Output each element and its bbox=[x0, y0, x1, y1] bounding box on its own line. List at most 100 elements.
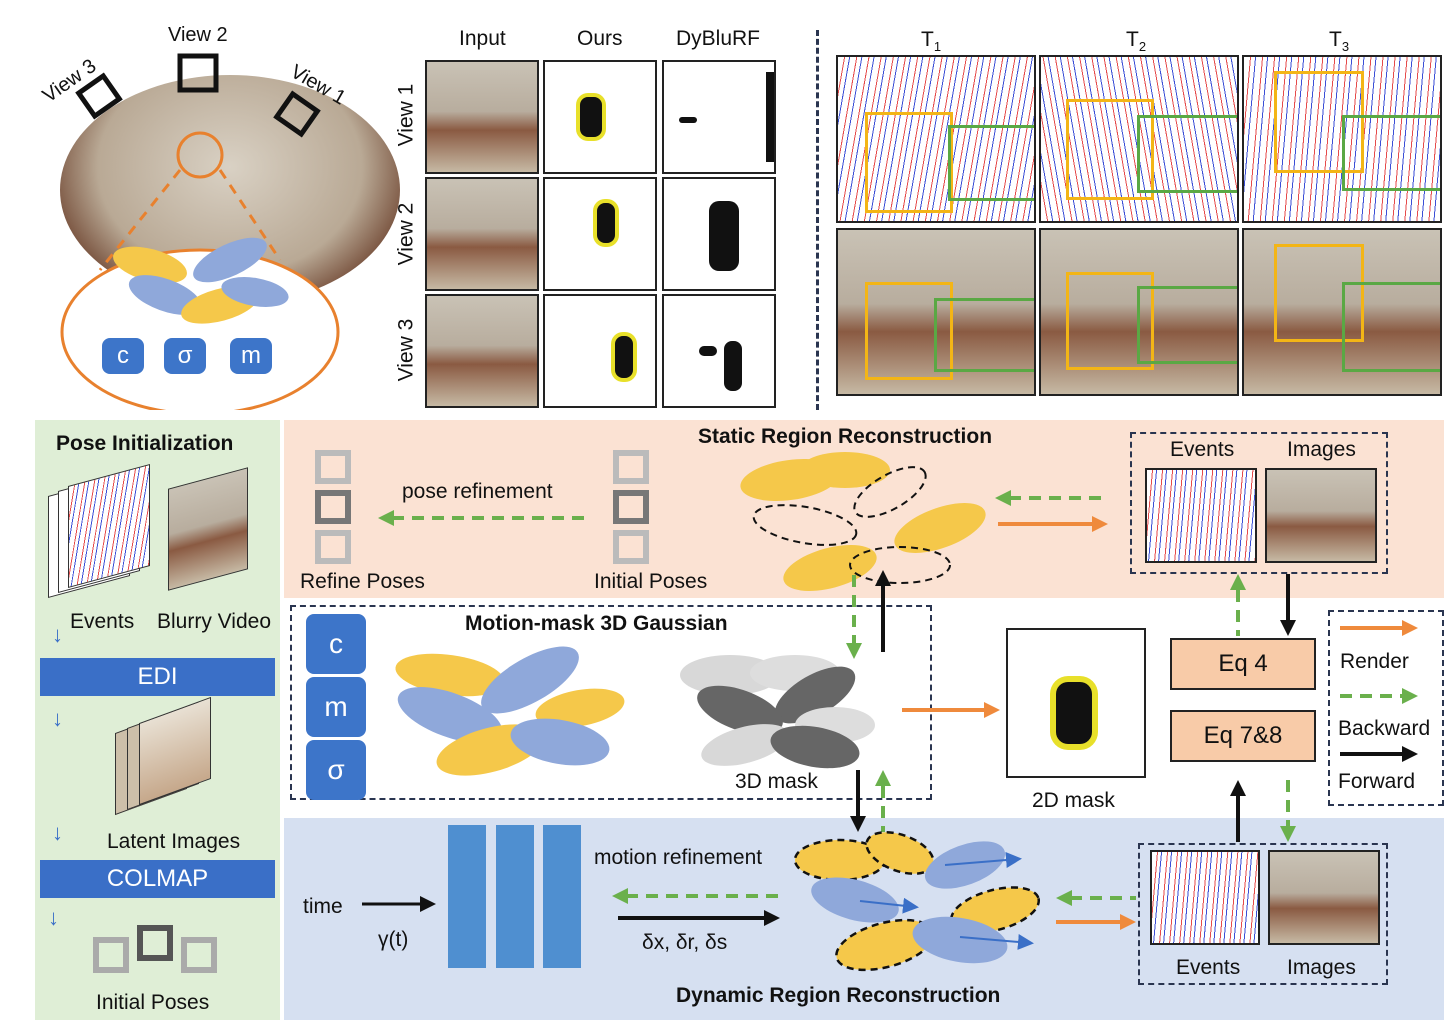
gamma-label: γ(t) bbox=[378, 928, 409, 951]
col-input: Input bbox=[459, 27, 506, 50]
event-frame-t2 bbox=[1039, 55, 1239, 223]
static-events-images-box bbox=[1130, 432, 1388, 574]
arrow-down-4: ↓ bbox=[48, 905, 59, 930]
param-sigma: σ bbox=[164, 338, 206, 374]
dyn-to-eq78-forward bbox=[1230, 780, 1246, 842]
static-images-label: Images bbox=[1287, 438, 1356, 461]
arrow-down-3: ↓ bbox=[52, 820, 63, 845]
dynamic-images-label: Images bbox=[1287, 956, 1356, 979]
mask2d-thumb bbox=[1006, 628, 1146, 778]
static-gaussians bbox=[740, 452, 986, 591]
static-events-thumb bbox=[1145, 468, 1257, 563]
legend-box bbox=[1328, 610, 1444, 806]
mlp-layer-1 bbox=[448, 825, 486, 968]
event-frame-t3 bbox=[1242, 55, 1442, 223]
dynamic-to-mm-backward bbox=[875, 770, 891, 832]
param-m: m bbox=[230, 338, 272, 374]
dynamic-gaussians bbox=[793, 831, 1041, 972]
time-t2: T2 bbox=[1126, 28, 1147, 55]
eq4-box: Eq 4 bbox=[1170, 638, 1316, 690]
view2-label: View 2 bbox=[168, 24, 228, 46]
static-title: Static Region Reconstruction bbox=[698, 425, 993, 448]
legend-forward-label: Forward bbox=[1338, 770, 1416, 793]
blurry-video-frame bbox=[168, 467, 248, 591]
images-to-eq4-forward bbox=[1280, 574, 1296, 636]
mlp-layer-3 bbox=[543, 825, 581, 968]
mm-to-static-backward bbox=[846, 575, 862, 659]
initial-poses-label: Initial Poses bbox=[96, 991, 210, 1014]
motion-refinement-label: motion refinement bbox=[594, 846, 763, 869]
mm-3d-mask-gaussians bbox=[680, 655, 875, 769]
motion-forward-arrow bbox=[618, 910, 780, 926]
input-v2 bbox=[425, 177, 539, 291]
latent-image-stack bbox=[115, 696, 225, 816]
eq78-box: Eq 7&8 bbox=[1170, 710, 1316, 762]
blurry-video-label: Blurry Video bbox=[157, 610, 272, 633]
row-view3: View 3 bbox=[394, 318, 418, 382]
legend-forward-arrow bbox=[1340, 746, 1418, 762]
mm-to-dynamic-forward bbox=[850, 770, 866, 832]
input-v1 bbox=[425, 60, 539, 174]
pose-refinement-label: pose refinement bbox=[402, 480, 553, 503]
initial-poses-icon bbox=[613, 450, 649, 564]
motion-backward-arrow bbox=[612, 888, 780, 904]
mm-render-arrow bbox=[902, 702, 1000, 718]
refine-poses-icon bbox=[315, 450, 351, 564]
dynamic-events-label: Events bbox=[1176, 956, 1241, 979]
mask2d-label: 2D mask bbox=[1032, 789, 1115, 812]
dynamic-events-images-box bbox=[1138, 843, 1388, 985]
arrow-down-2: ↓ bbox=[52, 706, 63, 731]
static-images-thumb bbox=[1265, 468, 1377, 563]
initial-poses-static-label: Initial Poses bbox=[594, 570, 708, 593]
pose-init-title: Pose Initialization bbox=[56, 432, 234, 455]
row-view2: View 2 bbox=[394, 202, 418, 266]
dyblurf-v1 bbox=[662, 60, 776, 174]
colmap-block: COLMAP bbox=[40, 860, 275, 898]
dynamic-render-arrow bbox=[1056, 914, 1136, 930]
time-t3: T3 bbox=[1329, 28, 1350, 55]
dyblurf-v3 bbox=[662, 294, 776, 408]
mm-param-c: c bbox=[306, 614, 366, 674]
legend-backward-label: Backward bbox=[1338, 717, 1431, 740]
mm-colored-gaussians bbox=[395, 646, 625, 776]
dynamic-events-thumb bbox=[1150, 850, 1260, 945]
motion-mask-title: Motion-mask 3D Gaussian bbox=[465, 612, 728, 635]
blur-frame-t3 bbox=[1242, 228, 1442, 396]
dyblurf-v2 bbox=[662, 177, 776, 291]
refine-poses-label: Refine Poses bbox=[300, 570, 425, 593]
col-dyblurf: DyBluRF bbox=[676, 27, 761, 50]
dynamic-images-thumb bbox=[1268, 850, 1380, 945]
dynamic-backward-arrow bbox=[1056, 890, 1136, 906]
time-t1: T1 bbox=[921, 28, 942, 55]
mask3d-label: 3D mask bbox=[735, 770, 818, 793]
legend-render-arrow bbox=[1340, 620, 1418, 636]
time-arrow bbox=[362, 896, 436, 912]
mm-param-m: m bbox=[306, 677, 366, 737]
events-label: Events bbox=[70, 610, 135, 633]
blur-frame-t1 bbox=[836, 228, 1036, 396]
static-events-label: Events bbox=[1170, 438, 1235, 461]
blur-frame-t2 bbox=[1039, 228, 1239, 396]
col-ours: Ours bbox=[577, 27, 623, 50]
ours-v2 bbox=[543, 177, 657, 291]
ours-v3 bbox=[543, 294, 657, 408]
eq78-to-images-backward bbox=[1280, 780, 1296, 842]
mm-to-static-forward bbox=[875, 570, 891, 652]
pose-refinement-arrow bbox=[378, 510, 590, 526]
legend-render-label: Render bbox=[1340, 650, 1409, 673]
param-c: c bbox=[102, 338, 144, 374]
scene-panel: View 3 View 2 View 1 c σ m bbox=[39, 20, 420, 410]
input-v3 bbox=[425, 294, 539, 408]
time-label: time bbox=[303, 895, 343, 918]
ours-v1 bbox=[543, 60, 657, 174]
row-view1: View 1 bbox=[394, 83, 418, 147]
legend-backward-arrow bbox=[1340, 688, 1418, 704]
edi-block: EDI bbox=[40, 658, 275, 696]
static-backward-arrow bbox=[995, 490, 1105, 506]
static-render-arrow bbox=[998, 516, 1108, 532]
camera-poses-icon bbox=[93, 925, 217, 973]
eq4-to-events-backward bbox=[1230, 574, 1246, 636]
latent-images-label: Latent Images bbox=[107, 830, 241, 853]
arrow-down-1: ↓ bbox=[52, 622, 63, 647]
event-frame-t1 bbox=[836, 55, 1036, 223]
